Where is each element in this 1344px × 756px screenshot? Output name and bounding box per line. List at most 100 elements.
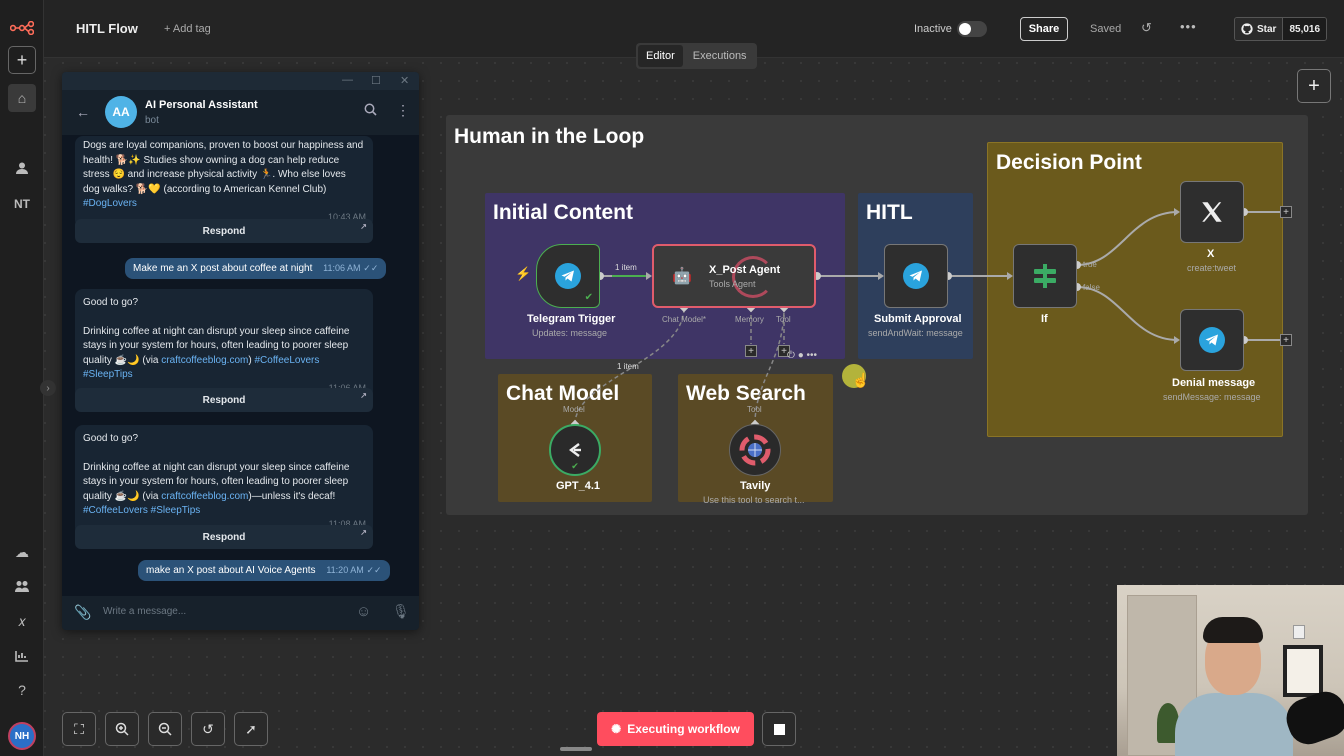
zoom-out-button[interactable] xyxy=(148,712,182,746)
message-text: ) xyxy=(248,354,252,366)
history-icon[interactable]: ↺ xyxy=(1141,20,1152,35)
project-initials[interactable]: NT xyxy=(14,197,30,211)
github-star-button[interactable]: Star 85,016 xyxy=(1234,17,1328,41)
node-telegram-trigger[interactable]: ✔ xyxy=(536,244,600,308)
respond-label: Respond xyxy=(202,531,246,543)
add-tag-button[interactable]: + Add tag xyxy=(164,23,211,35)
add-memory-button[interactable]: + xyxy=(745,345,757,357)
node-tavily[interactable] xyxy=(729,424,781,476)
node-gpt-4-1[interactable]: ✔ xyxy=(549,424,601,476)
github-star-label: Star xyxy=(1235,18,1284,40)
team-icon[interactable] xyxy=(8,572,36,600)
source-link[interactable]: craftcoffeeblog.com xyxy=(161,354,249,366)
node-denial-message[interactable] xyxy=(1180,309,1244,371)
microphone-icon[interactable]: 🎙 xyxy=(392,603,410,619)
openai-icon xyxy=(569,443,581,457)
node-label: X xyxy=(1207,248,1215,260)
active-toggle[interactable] xyxy=(957,21,987,37)
sticky-title: Chat Model xyxy=(506,382,620,405)
attach-icon[interactable]: 📎 xyxy=(74,604,92,620)
success-check-icon: ✔ xyxy=(571,461,579,471)
node-sublabel: sendAndWait: message xyxy=(868,328,963,338)
tidy-up-button[interactable]: ➚ xyxy=(234,712,268,746)
stop-icon xyxy=(773,723,785,735)
more-options-icon[interactable]: ••• xyxy=(1180,19,1197,34)
webcam-person-hair xyxy=(1203,617,1263,643)
node-sublabel: sendMessage: message xyxy=(1163,392,1261,402)
message-composer: 📎 Write a message... ☺ 🎙 xyxy=(62,596,419,630)
node-x-post-agent[interactable] xyxy=(652,244,816,308)
node-label: Telegram Trigger xyxy=(527,313,616,325)
more-vertical-icon[interactable]: ⋮ xyxy=(396,102,410,118)
false-branch-label: false xyxy=(1083,283,1100,292)
success-check-icon: ✔ xyxy=(584,292,593,303)
model-port-label: Model xyxy=(563,405,585,414)
user-icon[interactable] xyxy=(8,154,36,182)
message-text: Drinking coffee at night can disrupt you… xyxy=(83,325,350,366)
respond-button[interactable]: Respond ↗ xyxy=(75,388,373,412)
stop-execution-button[interactable] xyxy=(762,712,796,746)
bot-name[interactable]: AI Personal Assistant xyxy=(145,99,258,111)
add-after-x-button[interactable]: + xyxy=(1280,206,1292,218)
executing-workflow-button[interactable]: ✺ Executing workflow xyxy=(597,712,754,746)
reset-zoom-button[interactable]: ↺ xyxy=(191,712,225,746)
outgoing-message: Make me an X post about coffee at night … xyxy=(125,258,387,279)
workflow-title[interactable]: HITL Flow xyxy=(76,21,138,36)
canvas-scrollbar[interactable] xyxy=(560,747,592,751)
minimize-icon[interactable]: — xyxy=(342,74,353,86)
source-link[interactable]: craftcoffeeblog.com xyxy=(161,490,249,502)
node-if[interactable] xyxy=(1013,244,1077,308)
telegram-icon xyxy=(903,263,929,289)
zoom-in-button[interactable] xyxy=(105,712,139,746)
respond-button[interactable]: Respond ↗ xyxy=(75,219,373,243)
back-arrow-icon[interactable]: ← xyxy=(76,104,90,120)
home-icon[interactable]: ⌂ xyxy=(8,84,36,112)
close-icon[interactable]: ✕ xyxy=(400,75,410,87)
tool-port-label: Tool xyxy=(776,315,791,324)
telegram-icon xyxy=(555,263,581,289)
emoji-icon[interactable]: ☺ xyxy=(356,603,372,620)
insights-icon[interactable] xyxy=(8,642,36,670)
message-input[interactable]: Write a message... xyxy=(103,606,187,617)
loading-spinner-icon: ✺ xyxy=(611,722,622,736)
node-label: If xyxy=(1041,313,1048,325)
webcam-overlay xyxy=(1117,585,1344,756)
arrow-if-in xyxy=(1007,272,1013,280)
respond-label: Respond xyxy=(202,394,246,406)
tab-editor[interactable]: Editor xyxy=(638,45,683,67)
hashtag-link[interactable]: #DogLovers xyxy=(83,198,137,209)
fit-view-button[interactable]: ⛶ xyxy=(62,712,96,746)
bot-avatar[interactable]: AA xyxy=(105,96,137,128)
node-toolbar-icons[interactable]: ⏻ ● ••• xyxy=(787,350,818,361)
trigger-lightning-icon: ⚡ xyxy=(515,266,532,281)
search-icon[interactable] xyxy=(364,103,377,119)
add-after-deny-button[interactable]: + xyxy=(1280,334,1292,346)
node-x[interactable] xyxy=(1180,181,1244,243)
collapse-sidebar-icon[interactable]: › xyxy=(40,380,56,396)
webcam-wall-sign xyxy=(1293,625,1305,639)
user-avatar[interactable]: NH xyxy=(8,722,36,750)
outgoing-message: make an X post about AI Voice Agents 11:… xyxy=(138,560,390,581)
sticky-title: Human in the Loop xyxy=(454,125,645,148)
maximize-icon[interactable]: ☐ xyxy=(371,75,381,87)
add-node-button[interactable]: + xyxy=(1297,69,1331,103)
n8n-logo-icon[interactable] xyxy=(8,14,36,42)
toggle-knob xyxy=(959,23,971,35)
hashtag-link[interactable]: #CoffeeLovers #SleepTips xyxy=(83,354,320,381)
node-submit-approval[interactable] xyxy=(884,244,948,308)
github-icon xyxy=(1241,23,1253,35)
help-icon[interactable]: ? xyxy=(18,682,26,698)
add-button[interactable]: + xyxy=(8,46,36,74)
true-branch-label: true xyxy=(1083,260,1097,269)
tab-executions[interactable]: Executions xyxy=(692,50,747,62)
share-button[interactable]: Share xyxy=(1020,17,1068,41)
variables-icon[interactable]: 𝑥 xyxy=(18,612,26,629)
add-tool-button[interactable]: + xyxy=(778,345,790,357)
github-star-count: 85,016 xyxy=(1283,18,1327,40)
message-heading: Good to go? xyxy=(83,297,139,308)
message-time: 10:43 AM xyxy=(327,212,366,222)
webcam-plant xyxy=(1157,703,1179,743)
respond-button[interactable]: Respond ↗ xyxy=(75,525,373,549)
hashtag-link[interactable]: #CoffeeLovers #SleepTips xyxy=(83,505,201,516)
cloud-icon[interactable]: ☁ xyxy=(15,543,29,560)
